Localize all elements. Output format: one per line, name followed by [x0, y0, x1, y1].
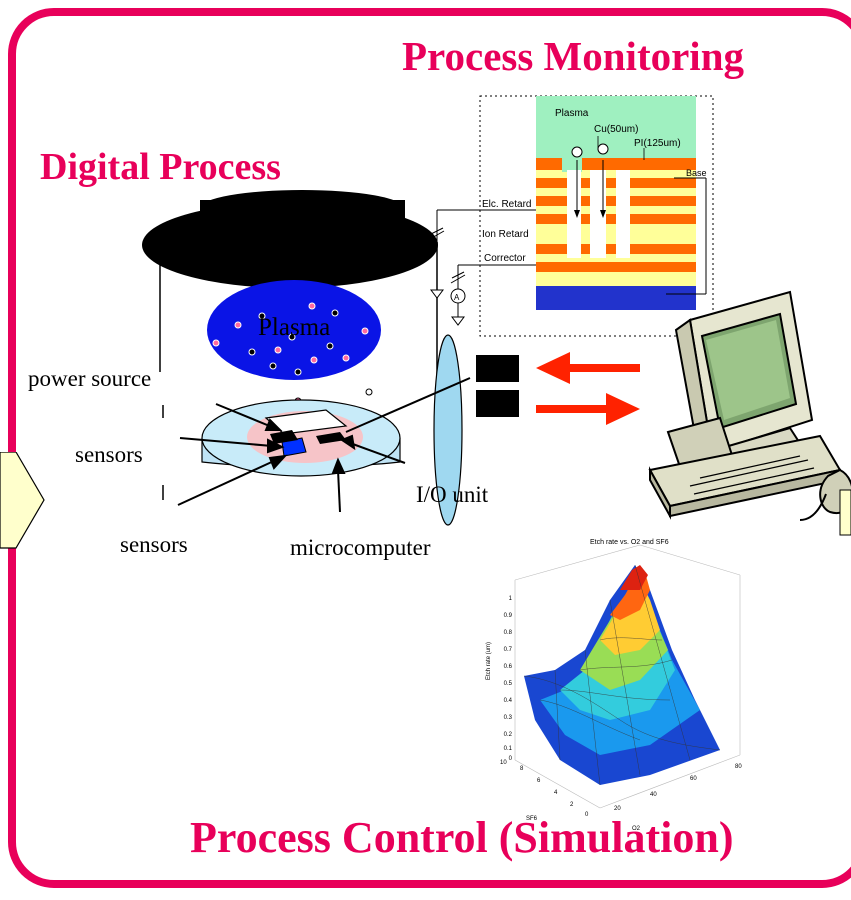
- svg-text:0.2: 0.2: [504, 732, 513, 738]
- chamber-lid: [142, 190, 438, 288]
- ion-particles: [212, 302, 373, 405]
- svg-text:0.8: 0.8: [504, 630, 513, 636]
- io-unit-label: I/O unit: [416, 482, 489, 507]
- svg-text:0.9: 0.9: [504, 613, 513, 619]
- pointer-arrows: [177, 377, 471, 513]
- probe-cu-label: Cu(50um): [594, 124, 638, 135]
- svg-text:6: 6: [537, 778, 541, 784]
- red-arrow-left: [536, 352, 640, 384]
- plot-title: Etch rate vs. O2 and SF6: [590, 539, 669, 546]
- svg-text:0.4: 0.4: [504, 698, 513, 704]
- probe-corrector-label: Corrector: [484, 253, 526, 264]
- svg-text:Etch rate (um): Etch rate (um): [486, 642, 492, 680]
- microcomputer-label: microcomputer: [290, 535, 431, 560]
- svg-text:O2: O2: [632, 826, 641, 832]
- svg-text:80: 80: [735, 764, 742, 770]
- io-box-top: [476, 355, 519, 382]
- red-arrow-right: [536, 393, 640, 425]
- svg-text:0.5: 0.5: [504, 681, 513, 687]
- sensors-label-bottom: sensors: [120, 532, 188, 557]
- svg-text:0.1: 0.1: [504, 746, 513, 752]
- probe-pi-label: PI(125um): [634, 138, 681, 149]
- svg-text:20: 20: [614, 806, 621, 812]
- pentagon-pointer-shape: [0, 452, 45, 549]
- svg-text:0.7: 0.7: [504, 647, 513, 653]
- digital-process-title: Digital Process: [40, 146, 281, 188]
- probe-wiring: [429, 209, 540, 326]
- svg-text:1: 1: [509, 596, 513, 602]
- svg-text:SF6: SF6: [526, 816, 538, 822]
- svg-text:0: 0: [509, 756, 513, 762]
- slide-frame: [8, 8, 851, 888]
- svg-text:40: 40: [650, 792, 657, 798]
- probe-base-label: Base: [686, 168, 707, 178]
- plasma-label: Plasma: [258, 314, 331, 341]
- probe-ion-retard-label: Ion Retard: [482, 229, 529, 240]
- svg-text:4: 4: [554, 790, 558, 796]
- probe-plasma-label: Plasma: [555, 108, 589, 119]
- svg-text:60: 60: [690, 776, 697, 782]
- svg-text:0: 0: [585, 812, 589, 818]
- svg-text:8: 8: [520, 766, 524, 772]
- svg-text:0.6: 0.6: [504, 664, 513, 670]
- power-source-label: power source: [28, 366, 152, 391]
- io-lens: [433, 334, 463, 526]
- svg-text:10: 10: [500, 760, 507, 766]
- process-monitoring-title: Process Monitoring: [402, 33, 744, 79]
- process-control-title: Process Control (Simulation): [190, 813, 734, 862]
- io-box-bottom: [476, 390, 519, 417]
- probe-elc-retard-label: Elc. Retard: [482, 199, 531, 210]
- sensors-label-top: sensors: [75, 442, 143, 467]
- svg-text:2: 2: [570, 802, 574, 808]
- ammeter-label: A: [454, 293, 460, 302]
- svg-text:0.3: 0.3: [504, 715, 513, 721]
